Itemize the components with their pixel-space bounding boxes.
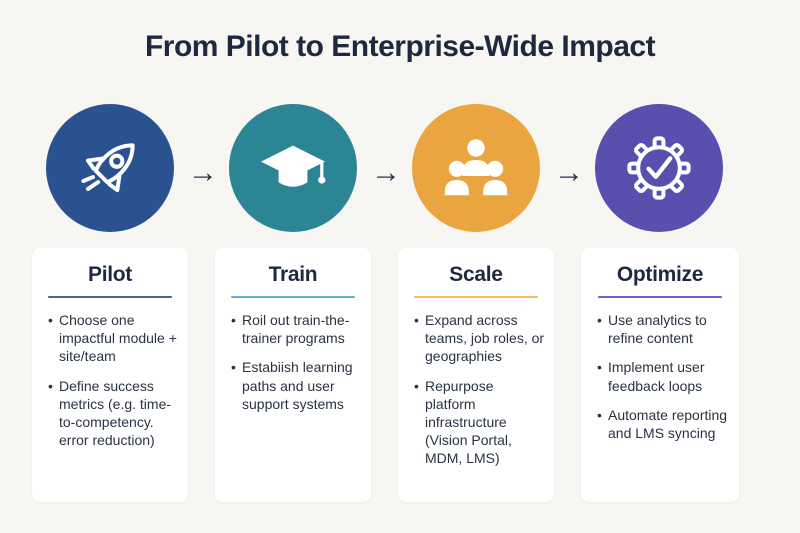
stage-card-pilot: Pilot Choose one impactful module + site…: [32, 248, 188, 502]
bullet-item: Expand across teams, job roles, or geogr…: [414, 311, 546, 366]
bullet-item: Use analytics to refine content: [597, 311, 731, 347]
stage-circle-pilot: [46, 104, 174, 232]
stage-card-optimize: Optimize Use analytics to refine content…: [581, 248, 739, 502]
people-icon: [444, 139, 508, 196]
graduation-cap-icon: [261, 145, 326, 187]
stage-title: Scale: [449, 263, 503, 286]
stage-underline: [598, 296, 722, 298]
stage-title: Pilot: [88, 263, 132, 286]
stage-circle-train: [229, 104, 357, 232]
bullet-item: Implement user feedback loops: [597, 358, 731, 394]
stage-card-train: Train Roil out train-the-trainer program…: [215, 248, 371, 502]
gear-check-icon: [627, 136, 691, 200]
bullet-item: Choose one impactful module + site/team: [48, 311, 180, 366]
page-title: From Pilot to Enterprise-Wide Impact: [144, 30, 656, 63]
arrow-icon: →: [554, 156, 584, 189]
stage-bullet-list: Choose one impactful module + site/team …: [32, 298, 188, 449]
arrow-icon: →: [371, 156, 401, 189]
stage-underline: [414, 296, 538, 298]
stage-bullet-list: Use analytics to refine content Implemen…: [581, 298, 739, 442]
bullet-item: Define success metrics (e.g. time-to-com…: [48, 377, 180, 450]
arrow-icon: →: [188, 156, 218, 189]
stage-bullet-list: Roil out train-the-trainer programs Esta…: [215, 298, 371, 413]
stage-card-scale: Scale Expand across teams, job roles, or…: [398, 248, 554, 502]
bullet-item: Roil out train-the-trainer programs: [231, 311, 363, 347]
stage-title: Train: [268, 263, 318, 286]
rocket-icon: [81, 143, 135, 193]
stage-circle-scale: [412, 104, 540, 232]
stage-circle-optimize: [595, 104, 723, 232]
bullet-item: Estabiish learning paths and user suppor…: [231, 358, 363, 413]
stage-underline: [48, 296, 172, 298]
stage-title: Optimize: [616, 263, 704, 286]
stage-bullet-list: Expand across teams, job roles, or geogr…: [398, 298, 554, 468]
stage-underline: [231, 296, 355, 298]
bullet-item: Automate reporting and LMS syncing: [597, 406, 731, 442]
bullet-item: Repurpose platform infrastructure (Visio…: [414, 377, 546, 468]
